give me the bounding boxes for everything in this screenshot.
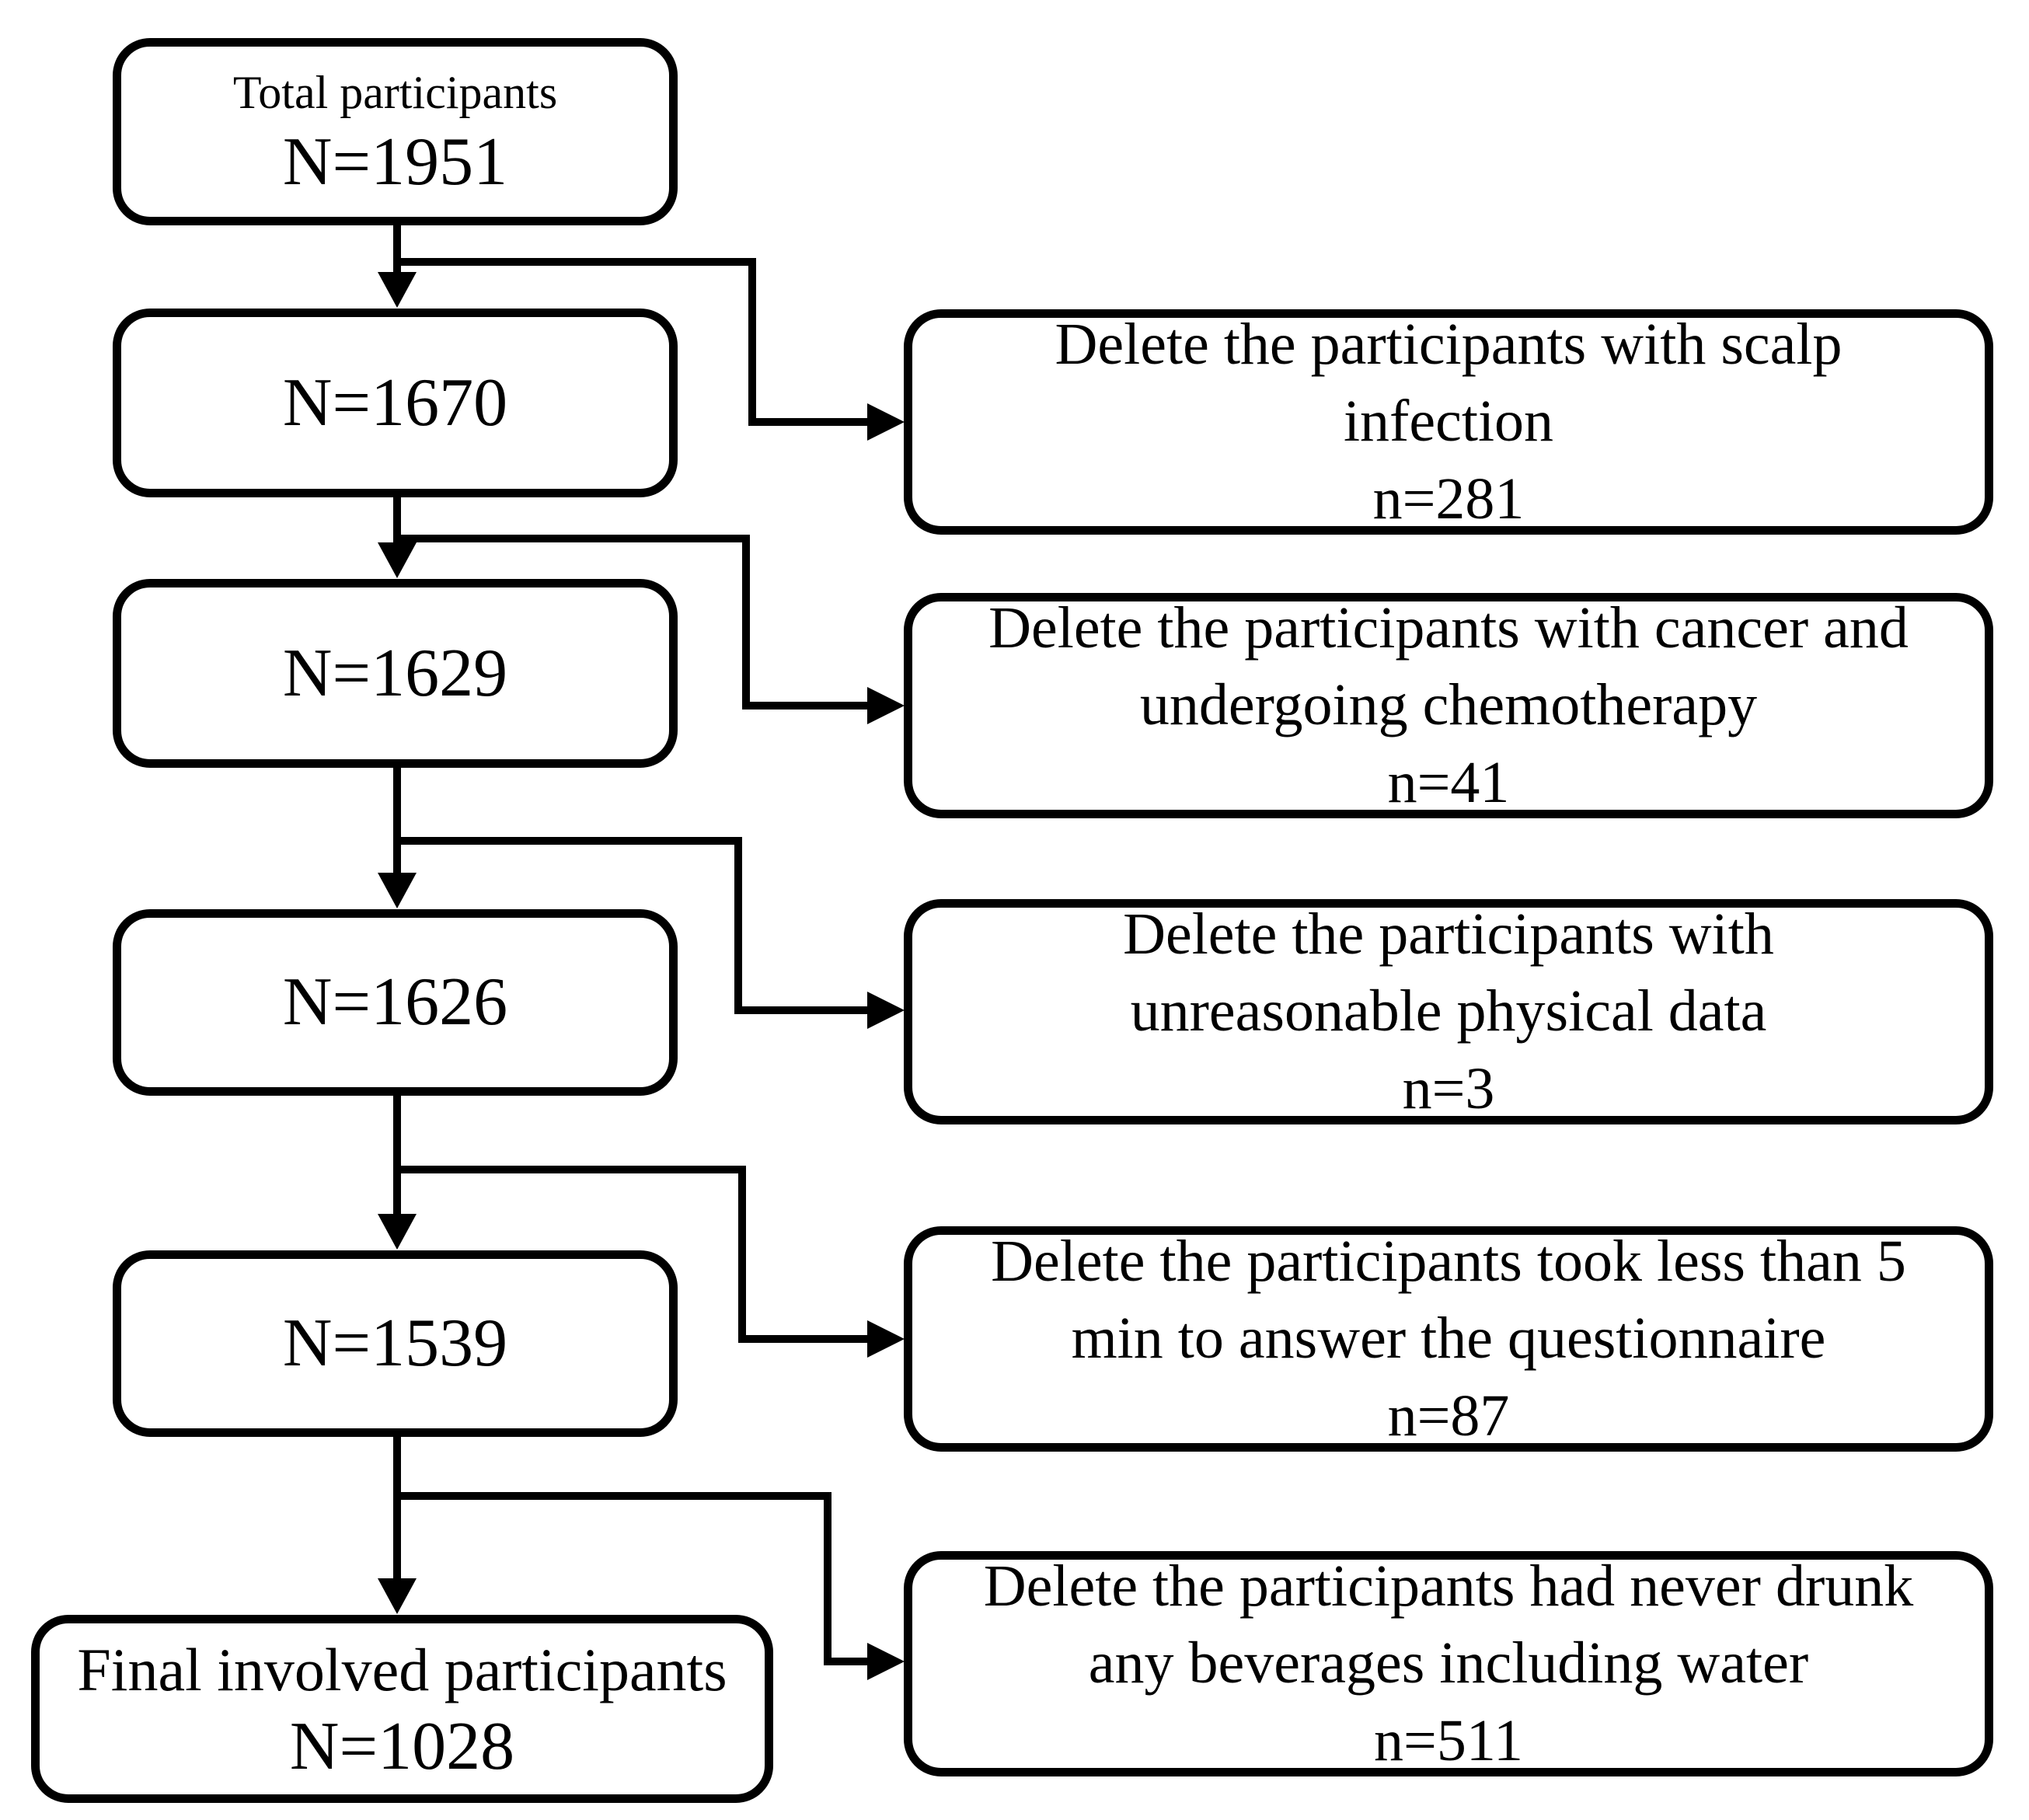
connector-branch-4 [397, 1166, 869, 1343]
arrowhead-down-1 [378, 272, 417, 308]
arrowhead-right-4 [867, 1320, 905, 1358]
exclusion-box-questionnaire-under-5-min: Delete the participants took less than 5… [904, 1226, 1993, 1452]
box-line: Delete the participants with [1123, 901, 1774, 967]
box-line: unreasonable physical data [1130, 978, 1767, 1044]
box-line: N=1629 [282, 635, 508, 711]
box-line: N=1951 [282, 124, 508, 200]
arrowhead-down-2 [378, 542, 417, 578]
box-line: Delete the participants took less than 5 [991, 1228, 1906, 1294]
arrowhead-right-3 [867, 992, 905, 1029]
connector-branch-2 [397, 535, 869, 710]
box-line: Delete the participants had never drunk [983, 1553, 1914, 1619]
flow-box-final-participants: Final involved participants N=1028 [31, 1615, 773, 1803]
box-line: any beverages including water [1088, 1630, 1809, 1696]
arrowhead-down-5 [378, 1578, 417, 1614]
arrowhead-down-4 [378, 1214, 417, 1250]
box-line: Delete the participants with scalp [1055, 311, 1842, 377]
flow-box-n1626: N=1626 [113, 909, 678, 1096]
flow-box-n1629: N=1629 [113, 579, 678, 768]
box-line: min to answer the questionnaire [1071, 1306, 1826, 1372]
exclusion-box-never-drunk-beverages: Delete the participants had never drunk … [904, 1551, 1993, 1776]
flow-box-n1539: N=1539 [113, 1250, 678, 1437]
box-line: n=281 [1372, 465, 1525, 532]
box-line: N=1670 [282, 364, 508, 441]
arrowhead-down-3 [378, 873, 417, 908]
box-line: n=3 [1402, 1055, 1495, 1121]
connector-branch-5 [397, 1492, 869, 1665]
exclusion-box-cancer-chemotherapy: Delete the participants with cancer and … [904, 593, 1993, 818]
box-line: undergoing chemotherapy [1139, 672, 1758, 738]
arrowhead-right-5 [867, 1643, 905, 1680]
box-line: N=1539 [282, 1306, 508, 1382]
exclusion-box-scalp-infection: Delete the participants with scalp infec… [904, 309, 1993, 535]
flow-box-n1670: N=1670 [113, 309, 678, 497]
arrowhead-right-2 [867, 687, 905, 724]
connector-branch-3 [397, 837, 869, 1014]
box-line: Total participants [232, 66, 558, 118]
arrowhead-right-1 [867, 403, 905, 441]
box-line: n=87 [1387, 1382, 1510, 1449]
connector-branch-1 [397, 258, 869, 426]
box-line: N=1028 [289, 1709, 515, 1785]
flow-box-total-participants: Total participants N=1951 [113, 38, 678, 225]
box-line: infection [1343, 389, 1554, 455]
exclusion-box-unreasonable-physical-data: Delete the participants with unreasonabl… [904, 899, 1993, 1124]
box-line: N=1626 [282, 964, 508, 1041]
box-line: n=511 [1373, 1707, 1524, 1773]
box-line: n=41 [1387, 749, 1510, 815]
box-line: Delete the participants with cancer and [988, 594, 1909, 661]
box-line: Final involved participants [77, 1635, 727, 1703]
